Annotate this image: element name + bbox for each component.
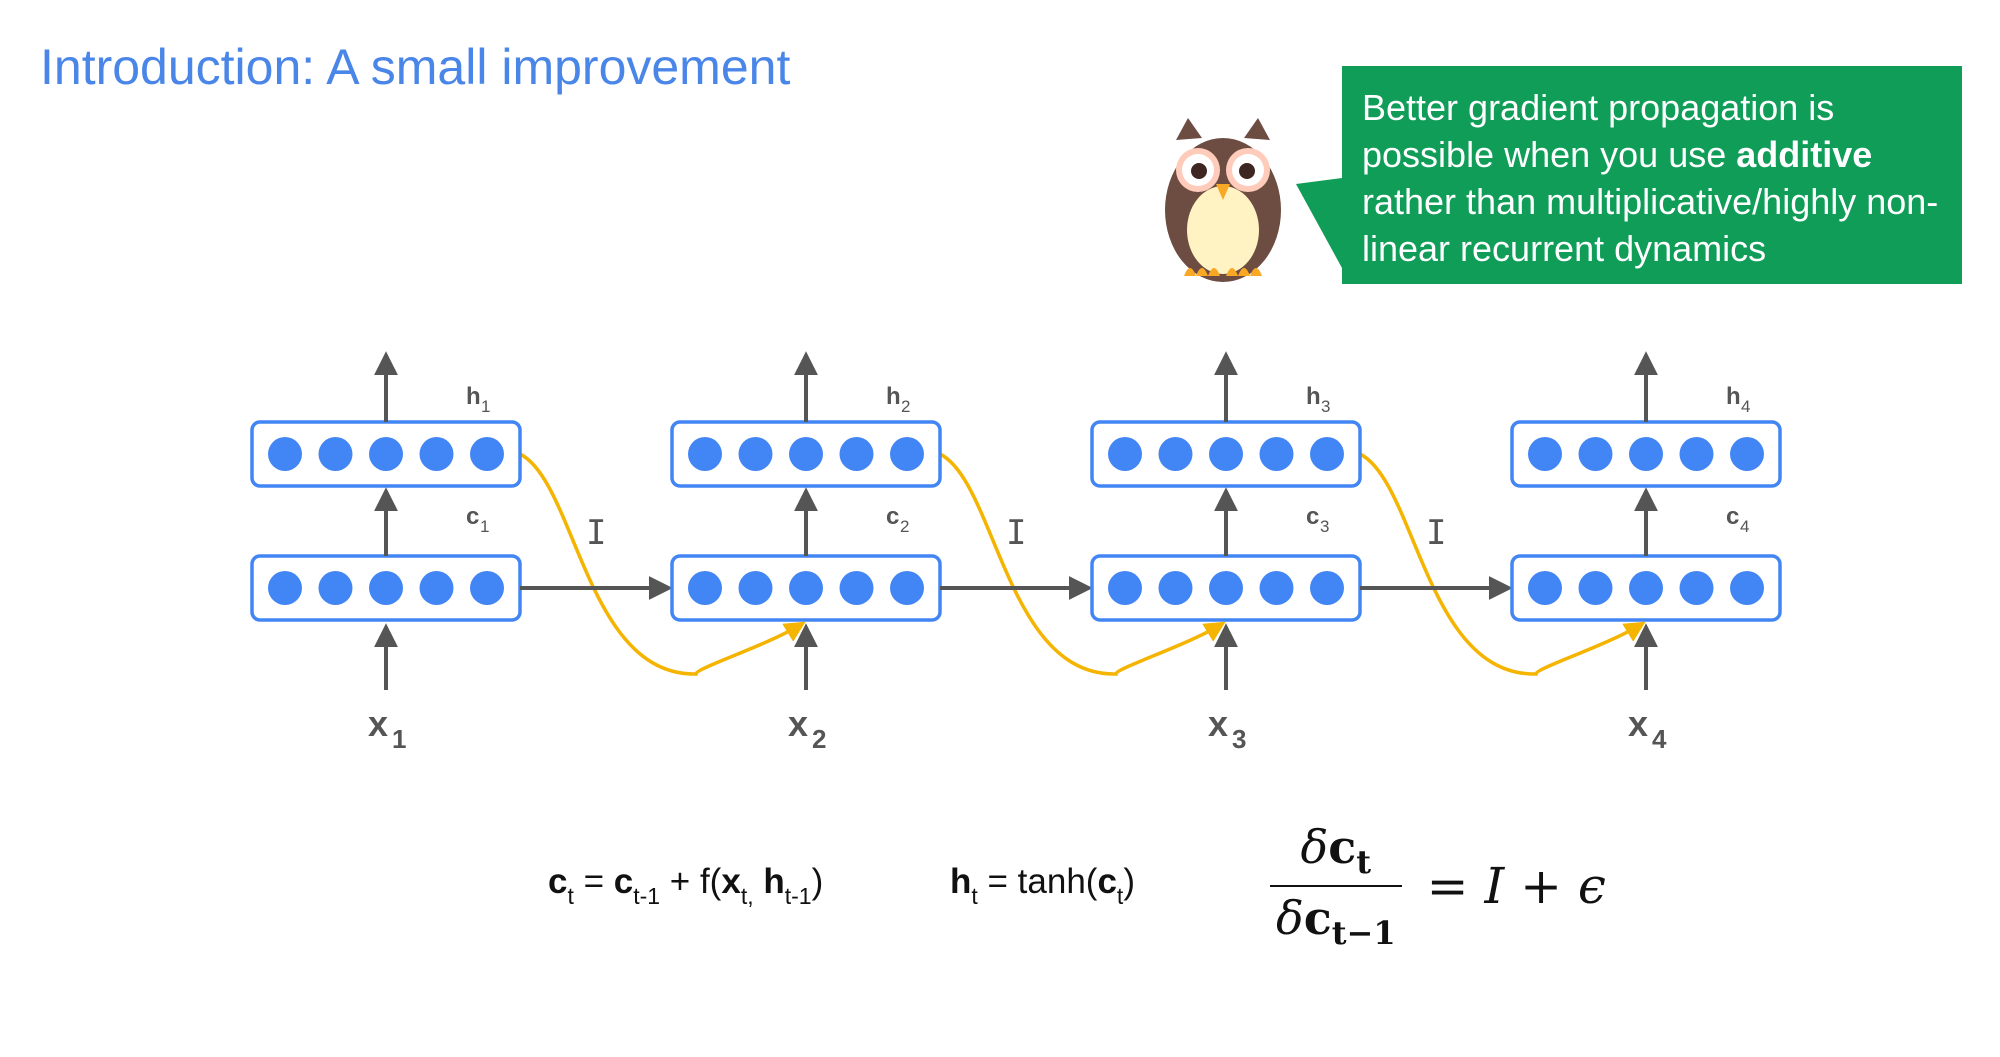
callout-box: Better gradient propagation is possible … (1342, 66, 1962, 284)
callout-bold: additive (1736, 134, 1873, 175)
additive-bypass-curve (939, 452, 1226, 676)
unit-node (1259, 437, 1294, 471)
input-label: x (1208, 703, 1228, 744)
unit-node (1108, 571, 1142, 605)
unit-node (688, 571, 722, 605)
unit-node (738, 571, 773, 605)
unit-node (789, 437, 823, 471)
unit-node (1528, 437, 1562, 471)
unit-node (1158, 571, 1193, 605)
unit-node (1679, 571, 1714, 605)
additive-bypass-curve (1359, 452, 1646, 676)
identity-label: I (1426, 513, 1446, 553)
input-label-sub: 2 (812, 724, 826, 754)
unit-node (268, 437, 302, 471)
hidden-label-sub: 2 (901, 397, 910, 416)
owl-icon (1165, 118, 1281, 282)
input-label: x (368, 703, 388, 744)
unit-node (890, 571, 924, 605)
hidden-update-equation: ht = tanh(ct) (950, 862, 1135, 909)
unit-node (1528, 571, 1562, 605)
additive-bypass-curve (519, 452, 806, 676)
unit-node (1578, 437, 1613, 471)
unit-node (1578, 571, 1613, 605)
input-label-sub: 3 (1232, 724, 1246, 754)
hidden-label-sub: 1 (481, 397, 490, 416)
cell-update-equation: ct = ct-1 + f(xt, ht-1) (548, 862, 824, 909)
unit-node (419, 571, 454, 605)
cell-label-sub: 2 (900, 517, 909, 536)
hidden-label: h (886, 383, 901, 410)
callout-text-end: rather than multiplicative/highly non-li… (1362, 181, 1939, 269)
hidden-label: h (466, 383, 481, 410)
unit-node (1310, 571, 1344, 605)
unit-node (419, 437, 454, 471)
unit-node (839, 437, 874, 471)
hidden-label-sub: 4 (1741, 397, 1750, 416)
callout-tail (1296, 178, 1342, 268)
identity-label: I (586, 513, 606, 553)
cell-label: c (1726, 503, 1739, 530)
hidden-label-sub: 3 (1321, 397, 1330, 416)
callout-text: Better gradient propagation is possible … (1362, 87, 1835, 175)
unit-node (318, 571, 353, 605)
unit-node (1209, 571, 1243, 605)
unit-node (470, 571, 504, 605)
cell-label: c (1306, 503, 1319, 530)
unit-node (470, 437, 504, 471)
unit-node (369, 571, 403, 605)
unit-node (839, 571, 874, 605)
unit-node (890, 437, 924, 471)
unit-node (1158, 437, 1193, 471)
cell-label-sub: 1 (480, 517, 489, 536)
unit-node (1629, 437, 1663, 471)
unit-node (1310, 437, 1344, 471)
unit-node (1209, 437, 1243, 471)
unit-node (738, 437, 773, 471)
hidden-label: h (1306, 383, 1321, 410)
unit-node (1108, 437, 1142, 471)
gradient-equation: δct δct−1 = I + ϵ (1270, 820, 1606, 952)
input-label: x (788, 703, 808, 744)
unit-node (1679, 437, 1714, 471)
input-label: x (1628, 703, 1648, 744)
unit-node (1629, 571, 1663, 605)
unit-node (1730, 571, 1764, 605)
unit-node (268, 571, 302, 605)
cell-label: c (466, 503, 479, 530)
unit-node (318, 437, 353, 471)
unit-node (789, 571, 823, 605)
cell-label-sub: 3 (1320, 517, 1329, 536)
cell-label-sub: 4 (1740, 517, 1749, 536)
unit-node (1259, 571, 1294, 605)
cell-label: c (886, 503, 899, 530)
input-label-sub: 4 (1652, 724, 1667, 754)
unit-node (369, 437, 403, 471)
unit-node (1730, 437, 1764, 471)
slide-title: Introduction: A small improvement (40, 39, 791, 95)
unit-node (688, 437, 722, 471)
hidden-label: h (1726, 383, 1741, 410)
identity-label: I (1006, 513, 1026, 553)
input-label-sub: 1 (392, 724, 406, 754)
